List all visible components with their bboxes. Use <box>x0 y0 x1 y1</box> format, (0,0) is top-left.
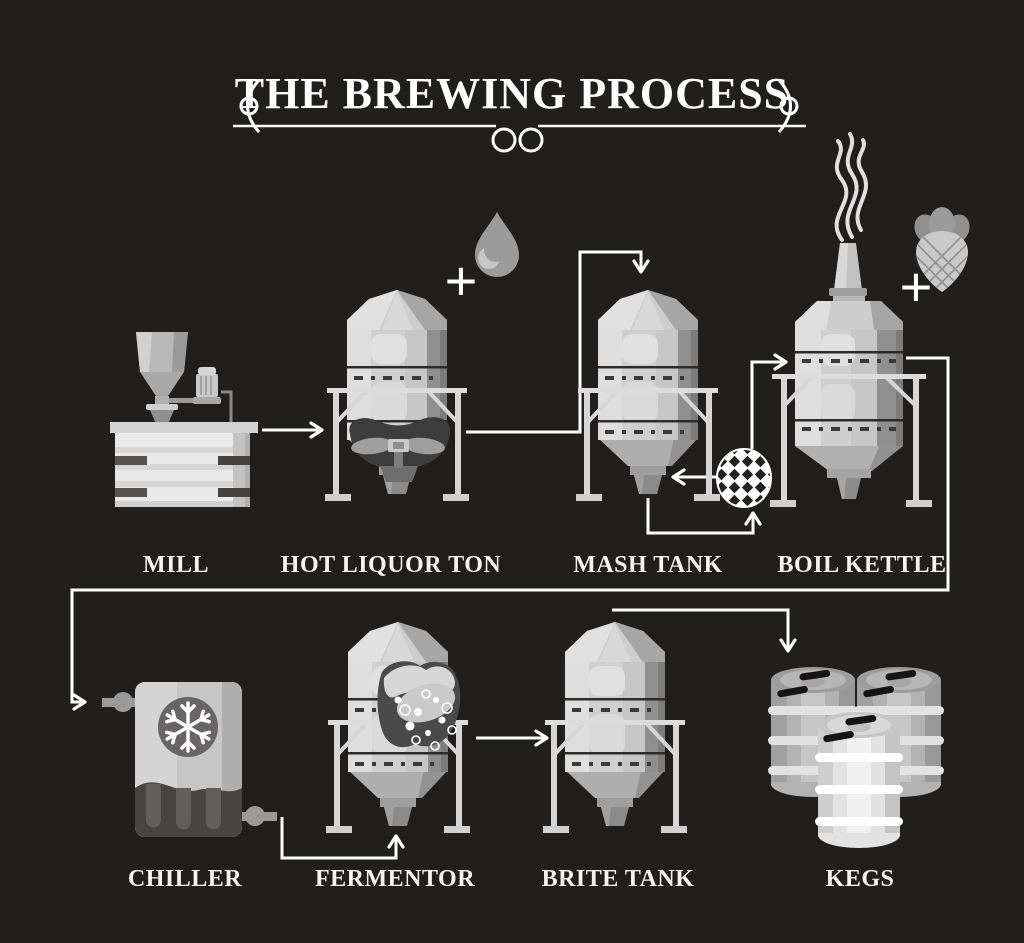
hot-liquor-ton-cutaway <box>349 417 451 482</box>
fermentor-cutaway <box>377 661 461 751</box>
hops-icon <box>914 207 970 292</box>
chiller-illustration <box>102 682 277 837</box>
mill-grinder-box <box>110 422 258 507</box>
title-left-ornament <box>246 79 261 133</box>
label-brite-tank: BRITE TANK <box>541 866 695 892</box>
mash-tank-illustration <box>574 288 722 503</box>
hot-liquor-ton-illustration <box>323 288 471 503</box>
fermentor-illustration <box>324 620 472 835</box>
label-kegs: KEGS <box>825 866 895 892</box>
steam-icon <box>834 132 869 242</box>
title-ornament <box>233 79 806 153</box>
arrow-boil-kettle-to-chiller <box>70 356 950 711</box>
boil-kettle-illustration <box>770 132 932 507</box>
page-title: THE BREWING PROCESS <box>234 69 790 118</box>
arrow-mash-tank-to-grain-screen <box>646 498 762 535</box>
arrow-hot-liquor-ton-to-mash-tank <box>466 250 650 434</box>
mill-pipe <box>221 390 233 423</box>
label-mash-tank: MASH TANK <box>573 552 723 578</box>
arrow-brite-tank-to-kegs <box>612 608 797 653</box>
bubbles <box>394 689 457 751</box>
plus-icon-hops: + <box>899 255 933 318</box>
keg-front <box>815 712 903 848</box>
mill-motor <box>193 367 221 404</box>
label-fermentor: FERMENTOR <box>314 866 476 892</box>
title-right-ornament <box>777 79 792 133</box>
plus-icon-water: + <box>444 249 478 312</box>
agitator-blade-right <box>403 437 445 455</box>
foam <box>396 683 456 723</box>
label-hot-liquor-ton: HOT LIQUOR TON <box>280 552 502 578</box>
arrow-chiller-to-fermentor <box>280 817 405 860</box>
kegs-illustration <box>768 667 944 848</box>
mill-illustration <box>110 332 258 507</box>
brite-tank-illustration <box>541 620 689 835</box>
snowflake-icon <box>162 701 214 753</box>
label-mill: MILL <box>142 552 210 578</box>
label-chiller: CHILLER <box>127 866 243 892</box>
water-drop-icon <box>475 212 519 277</box>
agitator-blade-left <box>351 437 393 455</box>
grain-screen-icon <box>716 448 772 508</box>
label-boil-kettle: BOIL KETTLE <box>777 552 947 578</box>
arrow-grain-screen-to-boil-kettle <box>750 353 788 449</box>
boil-kettle-chimney <box>829 243 867 303</box>
